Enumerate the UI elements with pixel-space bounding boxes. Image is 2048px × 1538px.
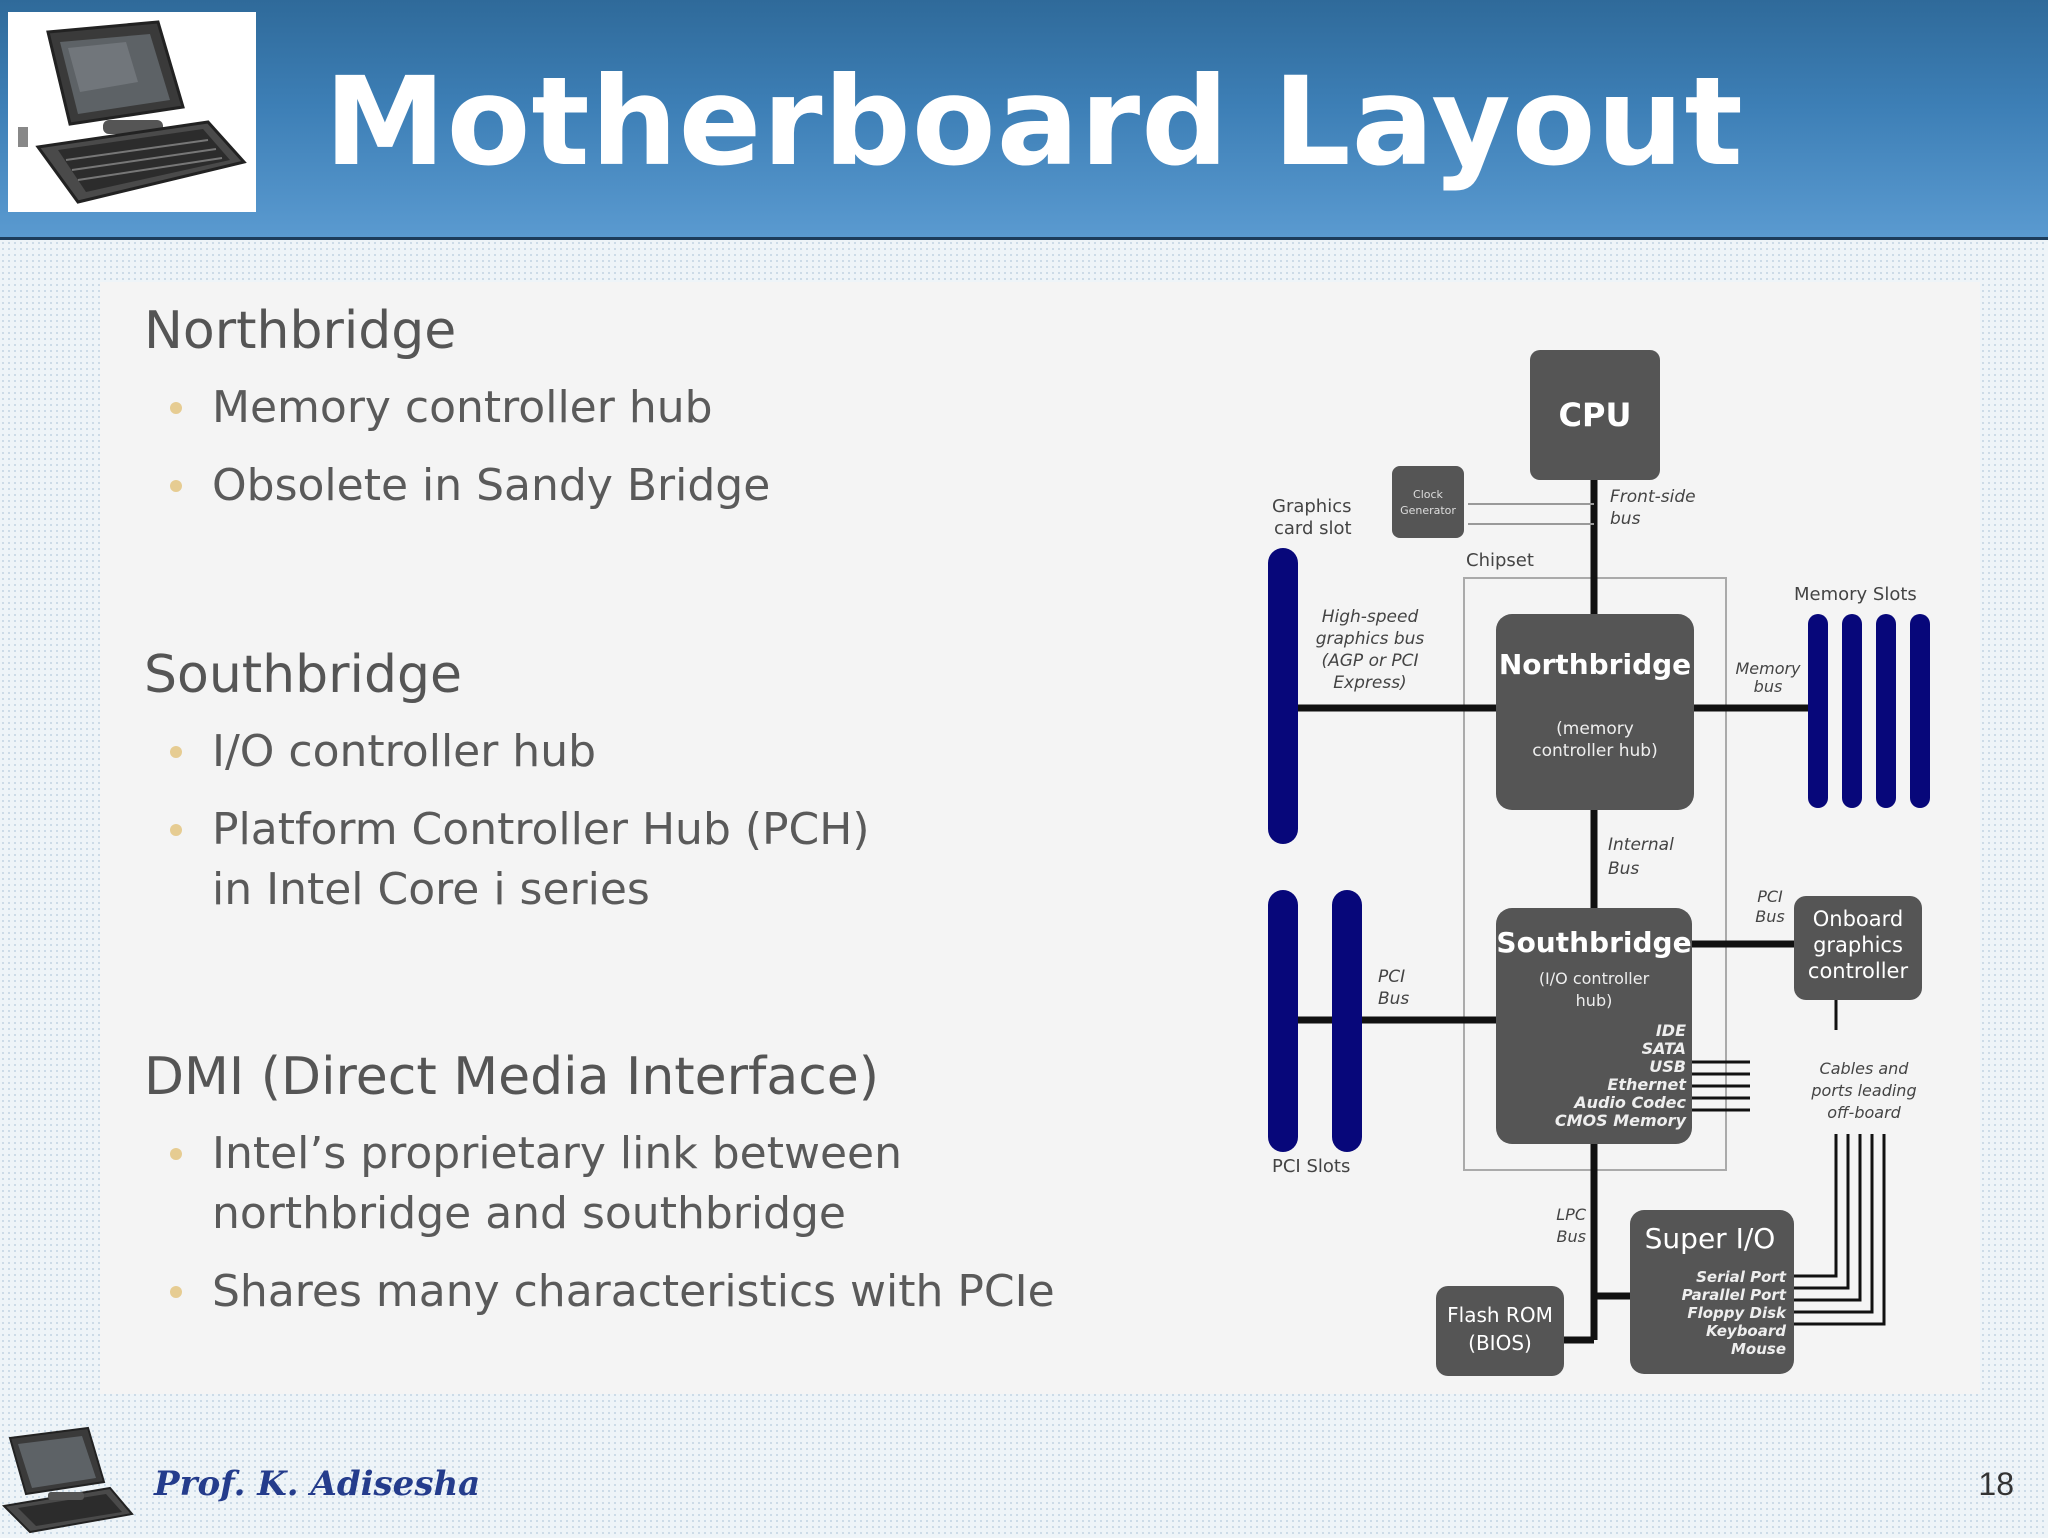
chipset-label: Chipset bbox=[1466, 550, 1534, 571]
content-panel bbox=[100, 282, 1980, 1394]
memory-slots-label: Memory Slots bbox=[1794, 584, 1917, 605]
memory-slot bbox=[1876, 614, 1896, 808]
svg-text:USB: USB bbox=[1649, 1057, 1686, 1076]
svg-text:Internal: Internal bbox=[1608, 835, 1674, 855]
heading-dmi: DMI (Direct Media Interface) bbox=[144, 1047, 880, 1107]
svg-text:(AGP or PCI: (AGP or PCI bbox=[1321, 651, 1418, 671]
svg-text:(memory: (memory bbox=[1556, 719, 1634, 739]
slide-header: Motherboard Layout bbox=[0, 0, 2048, 240]
northbridge-label: Northbridge bbox=[1499, 648, 1691, 681]
svg-text:ports leading: ports leading bbox=[1810, 1081, 1916, 1100]
svg-text:Keyboard: Keyboard bbox=[1706, 1322, 1786, 1340]
bullet-item: Shares many characteristics with PCIe bbox=[170, 1262, 1172, 1322]
svg-text:controller: controller bbox=[1808, 959, 1909, 983]
slide-title: Motherboard Layout bbox=[324, 51, 1744, 193]
svg-text:Floppy Disk: Floppy Disk bbox=[1687, 1304, 1787, 1322]
bullet-continuation: in Intel Core i series bbox=[212, 864, 650, 915]
svg-text:Cables and: Cables and bbox=[1820, 1059, 1910, 1078]
memory-slot bbox=[1808, 614, 1828, 808]
svg-text:Flash ROM: Flash ROM bbox=[1447, 1303, 1553, 1327]
bullet-continuation: northbridge and southbridge bbox=[212, 1188, 847, 1239]
svg-text:card slot: card slot bbox=[1274, 518, 1352, 539]
svg-text:Bus: Bus bbox=[1755, 907, 1784, 926]
super-io-box bbox=[1630, 1210, 1794, 1374]
svg-text:Clock: Clock bbox=[1413, 488, 1444, 501]
clock-generator-box bbox=[1392, 466, 1464, 538]
svg-text:Express): Express) bbox=[1333, 673, 1406, 693]
svg-text:Memory: Memory bbox=[1735, 659, 1801, 678]
bullet-item: Intel’s proprietary link between bbox=[170, 1124, 1172, 1184]
svg-text:CMOS Memory: CMOS Memory bbox=[1555, 1111, 1687, 1130]
svg-text:Bus: Bus bbox=[1608, 859, 1639, 879]
svg-text:Parallel Port: Parallel Port bbox=[1682, 1286, 1787, 1304]
memory-slot bbox=[1910, 614, 1930, 808]
cpu-box bbox=[1530, 350, 1660, 480]
svg-text:bus: bus bbox=[1754, 677, 1783, 696]
svg-text:Serial Port: Serial Port bbox=[1696, 1268, 1787, 1286]
svg-text:PCI: PCI bbox=[1757, 887, 1783, 906]
author-name: Prof. K. Adisesha bbox=[154, 1464, 481, 1504]
heading-northbridge: Northbridge bbox=[144, 301, 457, 361]
svg-text:Mouse: Mouse bbox=[1731, 1340, 1786, 1358]
graphics-card-slot bbox=[1268, 548, 1298, 844]
svg-text:(BIOS): (BIOS) bbox=[1468, 1331, 1532, 1355]
pci-slot bbox=[1268, 890, 1298, 1152]
svg-text:controller hub): controller hub) bbox=[1532, 741, 1657, 761]
svg-text:hub): hub) bbox=[1576, 991, 1613, 1010]
super-io-label: Super I/O bbox=[1645, 1222, 1776, 1255]
svg-text:SATA: SATA bbox=[1642, 1039, 1686, 1058]
heading-southbridge: Southbridge bbox=[144, 645, 462, 705]
onboard-graphics-box bbox=[1794, 896, 1922, 1000]
memory-slot bbox=[1842, 614, 1862, 808]
footer-laptop-image bbox=[0, 1422, 135, 1534]
page-number: 18 bbox=[1978, 1466, 2014, 1502]
svg-text:bus: bus bbox=[1610, 509, 1641, 529]
svg-text:Front-side: Front-side bbox=[1610, 487, 1696, 507]
svg-text:Graphics: Graphics bbox=[1272, 496, 1352, 517]
svg-text:off-board: off-board bbox=[1827, 1103, 1901, 1122]
northbridge-box bbox=[1496, 614, 1694, 810]
svg-text:graphics: graphics bbox=[1813, 933, 1903, 957]
bullet-item: Obsolete in Sandy Bridge bbox=[170, 456, 1172, 516]
motherboard-diagram: Chipset bbox=[1240, 330, 1940, 1390]
bullet-item: Platform Controller Hub (PCH) bbox=[170, 800, 1172, 860]
svg-text:Bus: Bus bbox=[1378, 989, 1409, 1009]
cpu-label: CPU bbox=[1559, 396, 1632, 434]
bullet-item: I/O controller hub bbox=[170, 722, 1172, 782]
flash-rom-box bbox=[1436, 1286, 1564, 1376]
svg-text:graphics bus: graphics bus bbox=[1316, 629, 1425, 649]
svg-text:PCI: PCI bbox=[1378, 967, 1405, 987]
svg-text:Onboard: Onboard bbox=[1813, 907, 1903, 931]
pci-slots-label: PCI Slots bbox=[1272, 1156, 1350, 1177]
laptop-image bbox=[8, 12, 256, 212]
svg-text:Ethernet: Ethernet bbox=[1607, 1075, 1687, 1094]
svg-text:Bus: Bus bbox=[1557, 1227, 1586, 1246]
svg-text:(I/O controller: (I/O controller bbox=[1539, 969, 1650, 988]
svg-text:Audio Codec: Audio Codec bbox=[1572, 1093, 1686, 1112]
svg-text:High-speed: High-speed bbox=[1322, 607, 1419, 627]
svg-text:IDE: IDE bbox=[1656, 1021, 1686, 1040]
svg-text:LPC: LPC bbox=[1556, 1205, 1587, 1224]
svg-text:Generator: Generator bbox=[1400, 504, 1456, 517]
pci-slot bbox=[1332, 890, 1362, 1152]
southbridge-box bbox=[1496, 908, 1692, 1144]
bullet-item: Memory controller hub bbox=[170, 378, 1172, 438]
southbridge-label: Southbridge bbox=[1496, 926, 1691, 959]
